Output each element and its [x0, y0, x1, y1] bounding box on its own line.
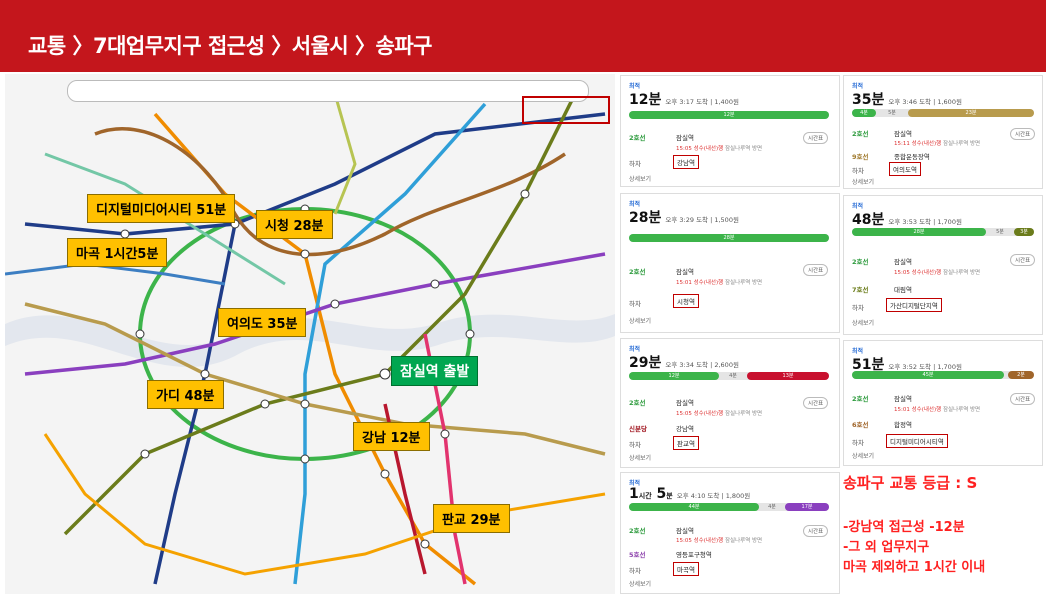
han-river — [5, 314, 615, 368]
line-2-badge: 2호선 — [852, 130, 869, 138]
label-gangnam: 강남 12분 — [353, 422, 430, 451]
line-2-badge: 2호선 — [629, 527, 646, 535]
route-bar: 28분 — [629, 234, 829, 242]
timetable-button[interactable]: 시간표 — [803, 132, 829, 144]
timetable-button[interactable]: 시간표 — [803, 264, 829, 276]
label-jamsil-start: 잠실역 출발 — [391, 356, 479, 386]
detail-link[interactable]: 상세보기 — [852, 320, 875, 327]
destination-yeouido: 여의도역 — [889, 162, 921, 176]
route-bar: 4분 5분 23분 — [852, 109, 1034, 117]
line-2-badge: 2호선 — [852, 258, 869, 266]
destination-dmc: 디지털미디어시티역 — [886, 434, 948, 448]
subway-lines — [5, 93, 615, 586]
detail-link[interactable]: 상세보기 — [852, 453, 875, 460]
line-2-badge: 2호선 — [629, 134, 646, 142]
line-ui — [333, 93, 357, 215]
timetable-button[interactable]: 시간표 — [1010, 128, 1036, 140]
detail-link[interactable]: 상세보기 — [629, 581, 652, 588]
detail-link[interactable]: 상세보기 — [629, 455, 652, 462]
highlight-box-map — [522, 96, 610, 124]
detail-link[interactable]: 상세보기 — [629, 318, 652, 325]
line-shinbundang-badge: 신분당 — [629, 425, 647, 433]
transport-grade: 송파구 교통 등급 : S — [843, 474, 978, 492]
line-2-badge: 2호선 — [629, 268, 646, 276]
timetable-button[interactable]: 시간표 — [1010, 254, 1036, 266]
line-2-badge: 2호선 — [852, 395, 869, 403]
note-others: -그 외 업무지구 — [843, 540, 930, 555]
detail-link[interactable]: 상세보기 — [629, 176, 652, 183]
label-yeouido: 여의도 35분 — [218, 308, 307, 337]
route-bar: 12분 4분 13분 — [629, 372, 829, 380]
timetable-button[interactable]: 시간표 — [803, 525, 829, 537]
destination-gasan: 가산디지털단지역 — [886, 298, 942, 312]
line-legend-strip — [67, 80, 589, 102]
route-bar: 45분 2분 — [852, 371, 1034, 379]
route-bar: 44분 4분 17분 — [629, 503, 829, 511]
timetable-button[interactable]: 시간표 — [1010, 393, 1036, 405]
route-bar: 12분 — [629, 111, 829, 119]
timetable-button[interactable]: 시간표 — [803, 397, 829, 409]
page-title: 교통 〉7대업무지구 접근성 〉서울시 〉송파구 — [28, 34, 432, 58]
line-6-badge: 6호선 — [852, 421, 869, 429]
label-gadi: 가디 48분 — [147, 380, 224, 409]
line-airport — [5, 262, 226, 286]
line-2-badge: 2호선 — [629, 399, 646, 407]
destination-pangyo: 판교역 — [673, 436, 699, 450]
note-gangnam: -강남역 접근성 -12분 — [843, 520, 965, 535]
line-suin — [43, 433, 606, 576]
line-5-badge: 5호선 — [629, 551, 646, 559]
destination-gangnam: 강남역 — [673, 155, 699, 169]
detail-link[interactable]: 상세보기 — [852, 179, 875, 186]
label-dmc: 디지털미디어시티 51분 — [87, 194, 236, 223]
line-7-badge: 7호선 — [852, 286, 869, 294]
line-4 — [293, 102, 487, 585]
note-within-hour: 마곡 제외하고 1시간 이내 — [843, 560, 986, 575]
destination-cityhall: 시청역 — [673, 294, 699, 308]
label-magok: 마곡 1시간5분 — [67, 238, 168, 267]
title-bar: 교통 〉7대업무지구 접근성 〉서울시 〉송파구 — [0, 0, 1046, 72]
label-pangyo: 판교 29분 — [433, 504, 510, 533]
destination-magok: 마곡역 — [673, 562, 699, 576]
label-cityhall: 시청 28분 — [256, 210, 333, 239]
line-9-badge: 9호선 — [852, 153, 869, 161]
subway-map: 디지털미디어시티 51분 시청 28분 마곡 1시간5분 여의도 35분 잠실역… — [5, 74, 615, 594]
route-bar: 28분 5분 3분 — [852, 228, 1034, 236]
